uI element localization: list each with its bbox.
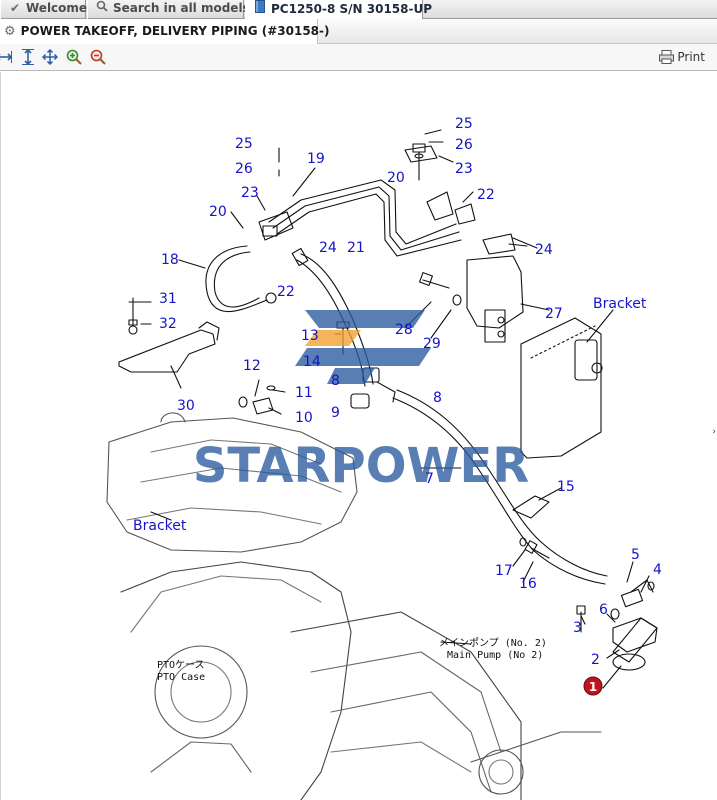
callout-group: 25 26 19 23 20 24 21 18 22 31 32 30 13 1… (133, 116, 662, 668)
main-pump-label-jp: メインポンプ (No. 2) (439, 637, 547, 649)
callout-22-right[interactable]: 22 (477, 187, 495, 203)
tab-search-all-models[interactable]: Search in all models (87, 0, 250, 19)
callout-2[interactable]: 2 (591, 652, 600, 668)
title-header: ⚙ POWER TAKEOFF, DELIVERY PIPING (#30158-… (0, 19, 717, 44)
callout-9[interactable]: 9 (331, 405, 340, 421)
callout-14[interactable]: 14 (303, 354, 321, 370)
search-icon (94, 0, 110, 17)
fit-width-icon[interactable] (0, 49, 12, 65)
callout-19[interactable]: 19 (307, 151, 325, 167)
callout-24-right[interactable]: 24 (535, 242, 553, 258)
printer-icon (659, 50, 675, 64)
callout-30[interactable]: 30 (177, 398, 195, 414)
callout-bracket-left[interactable]: Bracket (133, 518, 187, 534)
zoom-out-icon[interactable] (90, 49, 106, 65)
callout-7[interactable]: 7 (425, 471, 434, 487)
pto-case-label-jp: PTOケース (157, 659, 205, 671)
pan-icon[interactable] (42, 49, 58, 65)
callout-3[interactable]: 3 (573, 620, 582, 636)
book-icon (252, 0, 268, 18)
callout-12[interactable]: 12 (243, 358, 261, 374)
callout-18[interactable]: 18 (161, 252, 179, 268)
callout-15[interactable]: 15 (557, 479, 575, 495)
toolbar: Print (0, 44, 717, 71)
tab-welcome[interactable]: ✔Welcome (0, 0, 87, 19)
callout-32[interactable]: 32 (159, 316, 177, 332)
callout-29[interactable]: 29 (423, 336, 441, 352)
callout-8-upper[interactable]: 8 (331, 373, 340, 389)
callout-25-right[interactable]: 25 (455, 116, 473, 132)
callout-8-lower[interactable]: 8 (433, 390, 442, 406)
selected-item-badge[interactable] (583, 676, 603, 696)
collapse-panel-arrow-icon[interactable]: › (712, 427, 716, 437)
callout-23[interactable]: 23 (241, 185, 259, 201)
callout-6[interactable]: 6 (599, 602, 608, 618)
callout-28[interactable]: 28 (395, 322, 413, 338)
callout-11[interactable]: 11 (295, 385, 313, 401)
callout-27[interactable]: 27 (545, 306, 563, 322)
callout-25[interactable]: 25 (235, 136, 253, 152)
main-pump-label-en: Main Pump (No 2) (447, 650, 543, 661)
watermark-text: STARPOWER (193, 438, 529, 494)
callout-16[interactable]: 16 (519, 576, 537, 592)
callout-10[interactable]: 10 (295, 410, 313, 426)
callout-20-right[interactable]: 20 (387, 170, 405, 186)
starpower-watermark: STARPOWER (193, 310, 529, 494)
print-button[interactable]: Print (659, 48, 705, 67)
callout-4[interactable]: 4 (653, 562, 662, 578)
callout-17[interactable]: 17 (495, 563, 513, 579)
drawing-labels: メインポンプ (No. 2) Main Pump (No 2) PTOケース P… (157, 637, 547, 683)
parts-diagram: STARPOWER メインポンプ (No. 2) Main Pump (No 2… (106, 116, 662, 800)
callout-23-right[interactable]: 23 (455, 161, 473, 177)
pto-case-label-en: PTO Case (157, 672, 205, 683)
callout-5[interactable]: 5 (631, 547, 640, 563)
callout-26[interactable]: 26 (235, 161, 253, 177)
callout-13[interactable]: 13 (301, 328, 319, 344)
callout-26-right[interactable]: 26 (455, 137, 473, 153)
callout-20[interactable]: 20 (209, 204, 227, 220)
callout-21[interactable]: 21 (347, 240, 365, 256)
tab-strip: ✔Welcome Search in all models PC1250-8 S… (0, 0, 717, 20)
parts-diagram-canvas[interactable]: STARPOWER メインポンプ (No. 2) Main Pump (No 2… (0, 72, 717, 800)
callout-24[interactable]: 24 (319, 240, 337, 256)
gear-icon: ⚙ (4, 24, 16, 39)
page-title: POWER TAKEOFF, DELIVERY PIPING (#30158-) (20, 24, 330, 38)
callout-bracket-right[interactable]: Bracket (593, 296, 647, 312)
callout-22[interactable]: 22 (277, 284, 295, 300)
selected-item-number: 1 (589, 680, 597, 694)
zoom-in-icon[interactable] (66, 49, 82, 65)
callout-31[interactable]: 31 (159, 291, 177, 307)
tab-model-pc1250[interactable]: PC1250-8 S/N 30158-UP (245, 0, 432, 20)
checkmark-icon: ✔ (9, 1, 21, 15)
fit-height-icon[interactable] (20, 49, 36, 65)
page-title-tab: ⚙ POWER TAKEOFF, DELIVERY PIPING (#30158-… (0, 19, 330, 44)
